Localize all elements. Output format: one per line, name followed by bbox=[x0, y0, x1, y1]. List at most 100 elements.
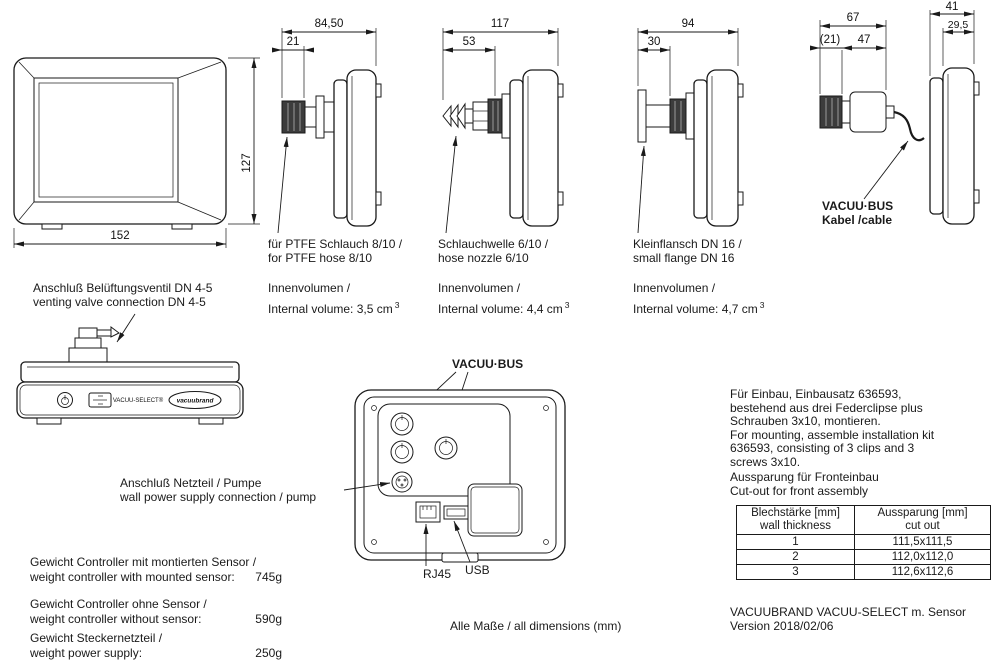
caption-leader-line bbox=[637, 145, 646, 234]
cutout-heading: Aussparung für Fronteinbau Cut-out for f… bbox=[730, 470, 879, 498]
vacuu-bus-connector bbox=[390, 440, 414, 464]
small-flange-connector bbox=[637, 89, 695, 143]
controller-side-body bbox=[333, 69, 382, 227]
dimension-label: 53 bbox=[463, 36, 476, 48]
power-supply-callout: Anschluß Netzteil / Pumpe wall power sup… bbox=[120, 476, 316, 504]
cable-label-line1: VACUU·BUS bbox=[822, 199, 894, 213]
thickness-value: 3 bbox=[736, 564, 855, 580]
cutout-col-thickness: Blechstärke [mm] wall thickness bbox=[736, 505, 855, 535]
dimension-label: (21) bbox=[820, 34, 841, 46]
vacuu-bus-connector bbox=[390, 412, 414, 436]
weight-label-en: weight controller with mounted sensor: bbox=[30, 569, 235, 584]
mounting-note: Für Einbau, Einbausatz 636593, bestehend… bbox=[730, 387, 935, 469]
dimension-label: 94 bbox=[682, 18, 695, 30]
power-callout-en: wall power supply connection / pump bbox=[120, 490, 317, 504]
weight-row: weight power supply: 250g bbox=[30, 646, 282, 661]
caption-en: hose nozzle 6/10 bbox=[438, 251, 529, 265]
cutout-value: 112,0x112,0 bbox=[854, 549, 991, 565]
front-height-dimension: 127 bbox=[228, 57, 260, 225]
mounting-note-line: For mounting, assemble installation kit bbox=[730, 427, 935, 442]
usb-label: USB bbox=[465, 563, 490, 577]
volume-de: Innenvolumen / bbox=[268, 281, 351, 295]
venting-valve-callout: Anschluß Belüftungsventil DN 4-5 venting… bbox=[33, 281, 212, 309]
dimension-label: 47 bbox=[858, 34, 871, 46]
cable-label: VACUU·BUS Kabel /cable bbox=[822, 199, 893, 227]
power-leader-line bbox=[343, 482, 391, 491]
venting-valve bbox=[68, 326, 120, 363]
foot bbox=[41, 223, 63, 230]
back-view-drawing bbox=[343, 371, 566, 566]
cutout-value: 111,5x111,5 bbox=[854, 534, 991, 550]
dimension-label: 30 bbox=[648, 36, 661, 48]
thickness-value: 1 bbox=[736, 534, 855, 550]
callout-de: Anschluß Belüftungsventil DN 4-5 bbox=[33, 281, 213, 295]
callout-en: venting valve connection DN 4-5 bbox=[33, 295, 206, 309]
dimension-label: 84,50 bbox=[315, 18, 344, 30]
weight-value: 590g bbox=[255, 611, 282, 626]
foot bbox=[36, 417, 62, 425]
callout-leader-line bbox=[116, 313, 136, 343]
side-view-nozzle-drawing: 117 53 bbox=[442, 18, 564, 234]
caption-leader-line bbox=[863, 140, 909, 200]
weight-value: 250g bbox=[255, 645, 282, 660]
version-line: Version 2018/02/06 bbox=[730, 618, 834, 633]
usb-leader-line bbox=[453, 520, 471, 563]
caption-en: small flange DN 16 bbox=[633, 251, 735, 265]
dimension-label: 152 bbox=[110, 230, 129, 242]
mounting-note-line: Für Einbau, Einbausatz 636593, bbox=[730, 387, 902, 401]
mounting-note-line: screws 3x10. bbox=[730, 454, 801, 469]
caption-de: Schlauchwelle 6/10 / bbox=[438, 237, 549, 251]
plug-dimensions: 67 (21) 47 bbox=[810, 12, 887, 94]
vacuu-bus-back-label: VACUU·BUS bbox=[452, 357, 524, 371]
top-view-drawing: VACUU-SELECT® vacuubrand bbox=[16, 313, 244, 425]
dimensions: 117 53 bbox=[442, 18, 559, 100]
dimension-label: 29,5 bbox=[948, 19, 969, 31]
vacuu-bus-connector bbox=[434, 436, 458, 460]
power-button-icon bbox=[57, 392, 73, 408]
weight-power-supply: Gewicht Steckernetzteil / weight power s… bbox=[30, 631, 282, 660]
flange-caption: Kleinflansch DN 16 / small flange DN 16 bbox=[633, 237, 742, 265]
volume-de: Innenvolumen / bbox=[633, 281, 716, 295]
controller-top-body bbox=[16, 361, 244, 425]
weight-with-sensor: Gewicht Controller mit montierten Sensor… bbox=[30, 555, 282, 584]
front-view-drawing: 127 152 bbox=[13, 57, 260, 248]
weight-label-de: Gewicht Controller mit montierten Sensor… bbox=[30, 555, 257, 569]
foot bbox=[198, 417, 224, 425]
cutout-table: Blechstärke [mm] wall thickness Aussparu… bbox=[736, 505, 991, 580]
side-view-flange-drawing: 94 30 bbox=[637, 18, 744, 234]
title-block: VACUUBRAND VACUU-SELECT m. Sensor Versio… bbox=[730, 605, 967, 633]
cutout-heading-en: Cut-out for front assembly bbox=[730, 483, 869, 498]
controller-side-body bbox=[693, 69, 744, 227]
weight-value: 745g bbox=[255, 569, 282, 584]
thickness-value: 2 bbox=[736, 549, 855, 565]
rj45-label: RJ45 bbox=[423, 567, 452, 581]
weight-row: weight controller without sensor: 590g bbox=[30, 612, 282, 627]
cable-curve bbox=[893, 110, 925, 142]
cable-label-line2: Kabel /cable bbox=[822, 213, 893, 227]
dimension-label: 117 bbox=[491, 18, 509, 30]
power-callout-de: Anschluß Netzteil / Pumpe bbox=[120, 476, 262, 490]
side-view-cable-drawing: 67 (21) 47 41 29,5 bbox=[810, 1, 980, 225]
cutout-table-row: 3 112,6x112,6 bbox=[736, 564, 991, 580]
hose-nozzle-connector bbox=[442, 93, 511, 139]
controller-side-body bbox=[509, 69, 564, 227]
weight-without-sensor: Gewicht Controller ohne Sensor / weight … bbox=[30, 597, 282, 626]
mounting-note-line: bestehend aus drei Federclipse plus bbox=[730, 400, 923, 415]
rj45-port bbox=[415, 501, 441, 523]
brand-logo: vacuubrand bbox=[168, 391, 222, 409]
cutout-table-row: 1 111,5x111,5 bbox=[736, 534, 991, 550]
weight-row: weight controller with mounted sensor: 7… bbox=[30, 570, 282, 585]
weight-label-en: weight power supply: bbox=[30, 645, 143, 660]
title-line: VACUUBRAND VACUU-SELECT m. Sensor bbox=[730, 605, 967, 619]
side-view-ptfe-drawing: 84,50 21 bbox=[272, 18, 382, 234]
cutout-panel bbox=[467, 483, 523, 537]
caption-de: Kleinflansch DN 16 / bbox=[633, 237, 742, 251]
dimension-label: 67 bbox=[847, 12, 860, 24]
caption-de: für PTFE Schlauch 8/10 / bbox=[268, 237, 403, 251]
